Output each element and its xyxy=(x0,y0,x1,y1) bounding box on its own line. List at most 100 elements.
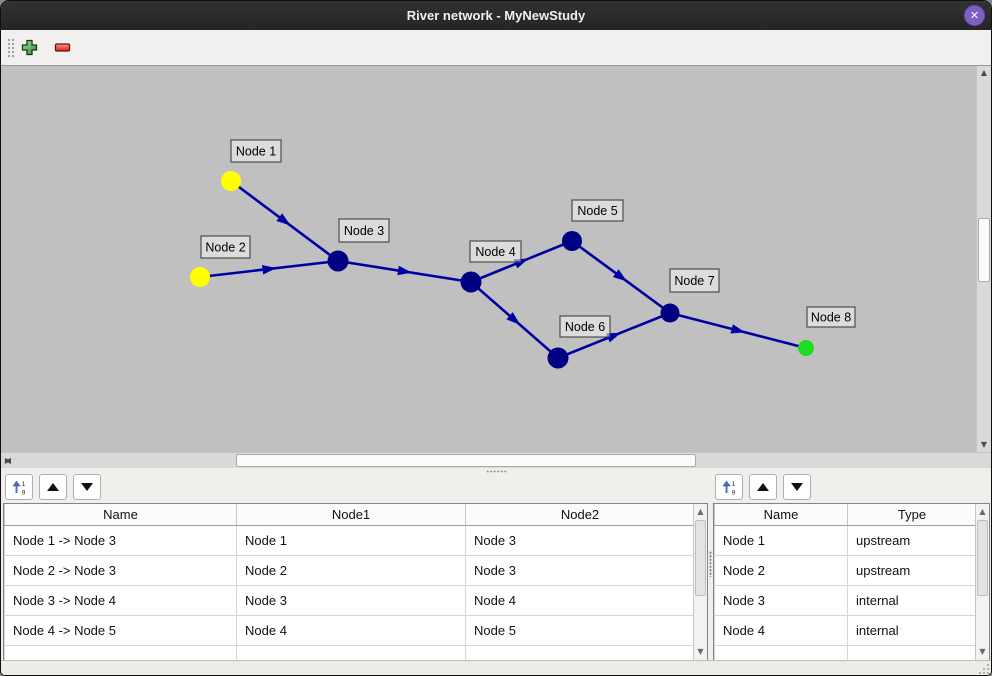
nodes-move-down-button[interactable] xyxy=(783,474,811,500)
resize-grip[interactable] xyxy=(977,662,989,674)
node-label-box[interactable] xyxy=(469,240,522,263)
scroll-left-icon[interactable]: ◀ xyxy=(4,456,12,465)
toolbar-drag-handle[interactable] xyxy=(7,38,15,59)
remove-node-button[interactable] xyxy=(49,34,76,61)
nodes-move-up-button[interactable] xyxy=(749,474,777,500)
table-cell xyxy=(847,644,977,660)
node-label: Node 2 xyxy=(205,241,245,255)
node-label: Node 1 xyxy=(236,145,276,159)
links-move-down-button[interactable] xyxy=(73,474,101,500)
canvas-horizontal-scrollbar[interactable]: ◀ ▶ xyxy=(1,452,991,468)
links-scrollbar-thumb[interactable] xyxy=(695,520,706,596)
table-cell: internal xyxy=(847,614,977,646)
node-label-box[interactable] xyxy=(338,218,390,243)
splitter-handle-dots xyxy=(709,551,712,577)
network-node[interactable] xyxy=(190,267,210,287)
table-cell: internal xyxy=(847,584,977,616)
links-header-name[interactable]: Name xyxy=(4,504,237,526)
node-label: Node 3 xyxy=(344,224,384,238)
nodes-sort-button[interactable]: 1 9 xyxy=(715,474,743,500)
titlebar[interactable]: River network - MyNewStudy ✕ xyxy=(1,1,991,30)
window-title: River network - MyNewStudy xyxy=(406,8,586,23)
table-cell: Node 3 xyxy=(236,584,466,616)
close-button[interactable]: ✕ xyxy=(964,5,985,26)
table-cell: Node 2 xyxy=(236,554,466,586)
network-node[interactable] xyxy=(327,250,349,272)
node-label: Node 5 xyxy=(577,204,617,218)
node-label-box[interactable] xyxy=(230,139,282,163)
table-cell xyxy=(465,644,695,660)
triangle-up-icon xyxy=(47,483,59,491)
node-label: Node 7 xyxy=(674,274,714,288)
table-cell xyxy=(4,644,237,660)
add-node-button[interactable] xyxy=(16,34,43,61)
node-label: Node 4 xyxy=(475,245,515,259)
scroll-up-icon[interactable]: ▲ xyxy=(697,507,704,516)
table-cell: Node 4 xyxy=(465,584,695,616)
table-row-partial xyxy=(4,644,695,660)
nodes-table-toolbar: 1 9 xyxy=(715,474,811,500)
links-table-scrollbar[interactable]: ▲ ▼ xyxy=(693,504,707,660)
links-move-up-button[interactable] xyxy=(39,474,67,500)
edge-arrow-icon xyxy=(612,269,628,282)
edge-arrow-overlay-icon xyxy=(606,332,621,343)
table-cell: Node 3 xyxy=(714,584,848,616)
network-node[interactable] xyxy=(798,340,814,356)
svg-text:1: 1 xyxy=(21,480,25,487)
svg-text:1: 1 xyxy=(731,480,735,487)
table-cell: Node 2 -> Node 3 xyxy=(4,554,237,586)
table-cell xyxy=(714,644,848,660)
tables-splitter[interactable] xyxy=(708,551,713,577)
pane-splitter[interactable] xyxy=(1,468,991,474)
network-node[interactable] xyxy=(221,171,241,191)
scroll-down-icon[interactable]: ▼ xyxy=(697,647,704,656)
node-label-box[interactable] xyxy=(806,306,856,328)
horizontal-scrollbar-thumb[interactable] xyxy=(236,454,696,467)
links-table-toolbar: 1 9 xyxy=(5,474,101,500)
triangle-up-icon xyxy=(757,483,769,491)
table-cell: Node 1 -> Node 3 xyxy=(4,524,237,556)
nodes-header-type[interactable]: Type xyxy=(847,504,977,526)
edge-arrow-icon xyxy=(730,324,746,334)
vertical-scrollbar-thumb[interactable] xyxy=(978,218,990,282)
nodes-header-name[interactable]: Name xyxy=(714,504,848,526)
node-label-box[interactable] xyxy=(669,268,720,293)
network-node[interactable] xyxy=(547,347,569,369)
scroll-right-icon[interactable]: ▶ xyxy=(4,456,12,465)
scroll-up-icon[interactable]: ▲ xyxy=(980,68,988,77)
nodes-scrollbar-thumb[interactable] xyxy=(977,520,988,596)
table-cell: Node 3 xyxy=(465,524,695,556)
svg-text:9: 9 xyxy=(21,489,25,496)
links-header-node2[interactable]: Node2 xyxy=(465,504,695,526)
table-cell: Node 5 xyxy=(465,614,695,646)
canvas-vertical-scrollbar[interactable]: ▲ ▼ xyxy=(976,66,991,452)
table-cell: upstream xyxy=(847,554,977,586)
links-header-node1[interactable]: Node1 xyxy=(236,504,466,526)
network-node[interactable] xyxy=(460,271,482,293)
scroll-down-icon[interactable]: ▼ xyxy=(980,440,988,449)
scroll-down-icon[interactable]: ▼ xyxy=(979,647,986,656)
nodes-table-scrollbar[interactable]: ▲ ▼ xyxy=(975,504,989,660)
node-label-box[interactable] xyxy=(571,199,624,222)
links-sort-button[interactable]: 1 9 xyxy=(5,474,33,500)
svg-text:9: 9 xyxy=(731,489,735,496)
edge-arrow-overlay-icon xyxy=(513,258,529,269)
main-toolbar xyxy=(1,30,991,66)
scroll-up-icon[interactable]: ▲ xyxy=(979,507,986,516)
network-node[interactable] xyxy=(660,303,680,323)
node-label-box[interactable] xyxy=(559,315,611,338)
network-node[interactable] xyxy=(562,231,582,251)
table-cell: Node 1 xyxy=(236,524,466,556)
node-label-box[interactable] xyxy=(200,235,251,259)
